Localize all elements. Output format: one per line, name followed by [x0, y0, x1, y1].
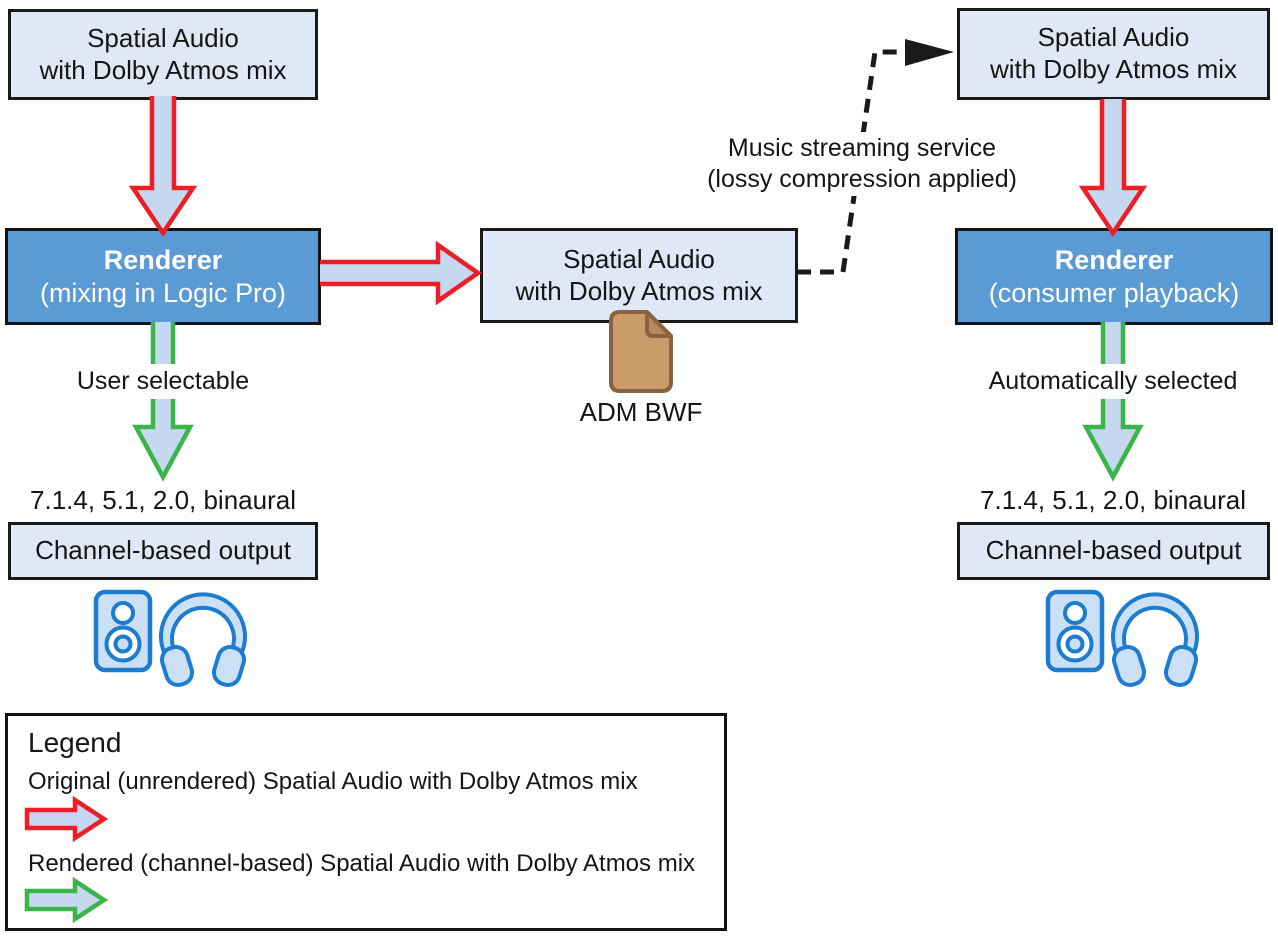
rendered-arrow-down-right-icon — [1082, 322, 1144, 482]
rendered-arrow-down-left-icon — [132, 322, 194, 482]
output-devices-left — [93, 589, 247, 687]
legend-title: Legend — [28, 727, 122, 758]
original-arrow-down-right-icon — [1078, 99, 1148, 238]
dashed-arrowhead-icon — [905, 39, 954, 66]
selection-label-right: Automatically selected — [979, 364, 1247, 399]
streaming-service-label: Music streaming service (lossy compressi… — [701, 132, 1023, 196]
output-box-left-label: Channel-based output — [35, 535, 291, 566]
renderer-left-subtitle: (mixing in Logic Pro) — [39, 277, 287, 308]
streaming-service-line1: Music streaming service — [727, 134, 997, 162]
source-box-left: Spatial Audio with Dolby Atmos mix — [8, 9, 318, 100]
legend-box: Legend Original (unrendered) Spatial Aud… — [5, 713, 727, 931]
adm-file-box-line2: with Dolby Atmos mix — [515, 275, 763, 306]
original-arrow-down-left-icon — [128, 96, 198, 238]
renderer-right-subtitle: (consumer playback) — [988, 277, 1240, 308]
output-box-left: Channel-based output — [8, 522, 318, 580]
legend-item-original: Original (unrendered) Spatial Audio with… — [28, 768, 638, 795]
source-box-right-line1: Spatial Audio — [1037, 22, 1190, 53]
adm-file-box: Spatial Audio with Dolby Atmos mix — [480, 228, 798, 323]
legend-item-rendered: Rendered (channel-based) Spatial Audio w… — [28, 850, 696, 877]
source-box-left-line1: Spatial Audio — [87, 22, 239, 53]
headphones-icon — [159, 592, 247, 687]
source-box-right: Spatial Audio with Dolby Atmos mix — [957, 8, 1270, 100]
adm-file-box-line1: Spatial Audio — [563, 243, 715, 274]
document-body — [609, 310, 673, 393]
formats-label-left: 7.1.4, 5.1, 2.0, binaural — [30, 485, 296, 515]
selection-label-left: User selectable — [67, 364, 259, 399]
formats-label-right: 7.1.4, 5.1, 2.0, binaural — [980, 485, 1246, 515]
source-box-left-line2: with Dolby Atmos mix — [39, 54, 287, 85]
output-devices-right — [1048, 592, 1199, 688]
output-box-right-label: Channel-based output — [985, 535, 1242, 566]
output-box-right: Channel-based output — [957, 522, 1270, 580]
renderer-box-right: Renderer (consumer playback) — [955, 228, 1273, 325]
original-arrow-right-icon — [320, 240, 482, 306]
source-box-right-line2: with Dolby Atmos mix — [989, 54, 1238, 84]
streaming-service-line2: (lossy compression applied) — [707, 165, 1017, 193]
renderer-left-title: Renderer — [103, 244, 223, 275]
document-file-icon — [609, 310, 673, 393]
renderer-right-title: Renderer — [1054, 244, 1174, 275]
speaker-icon — [93, 589, 153, 673]
renderer-box-left: Renderer (mixing in Logic Pro) — [5, 228, 321, 325]
adm-bwf-label: ADM BWF — [579, 397, 703, 427]
